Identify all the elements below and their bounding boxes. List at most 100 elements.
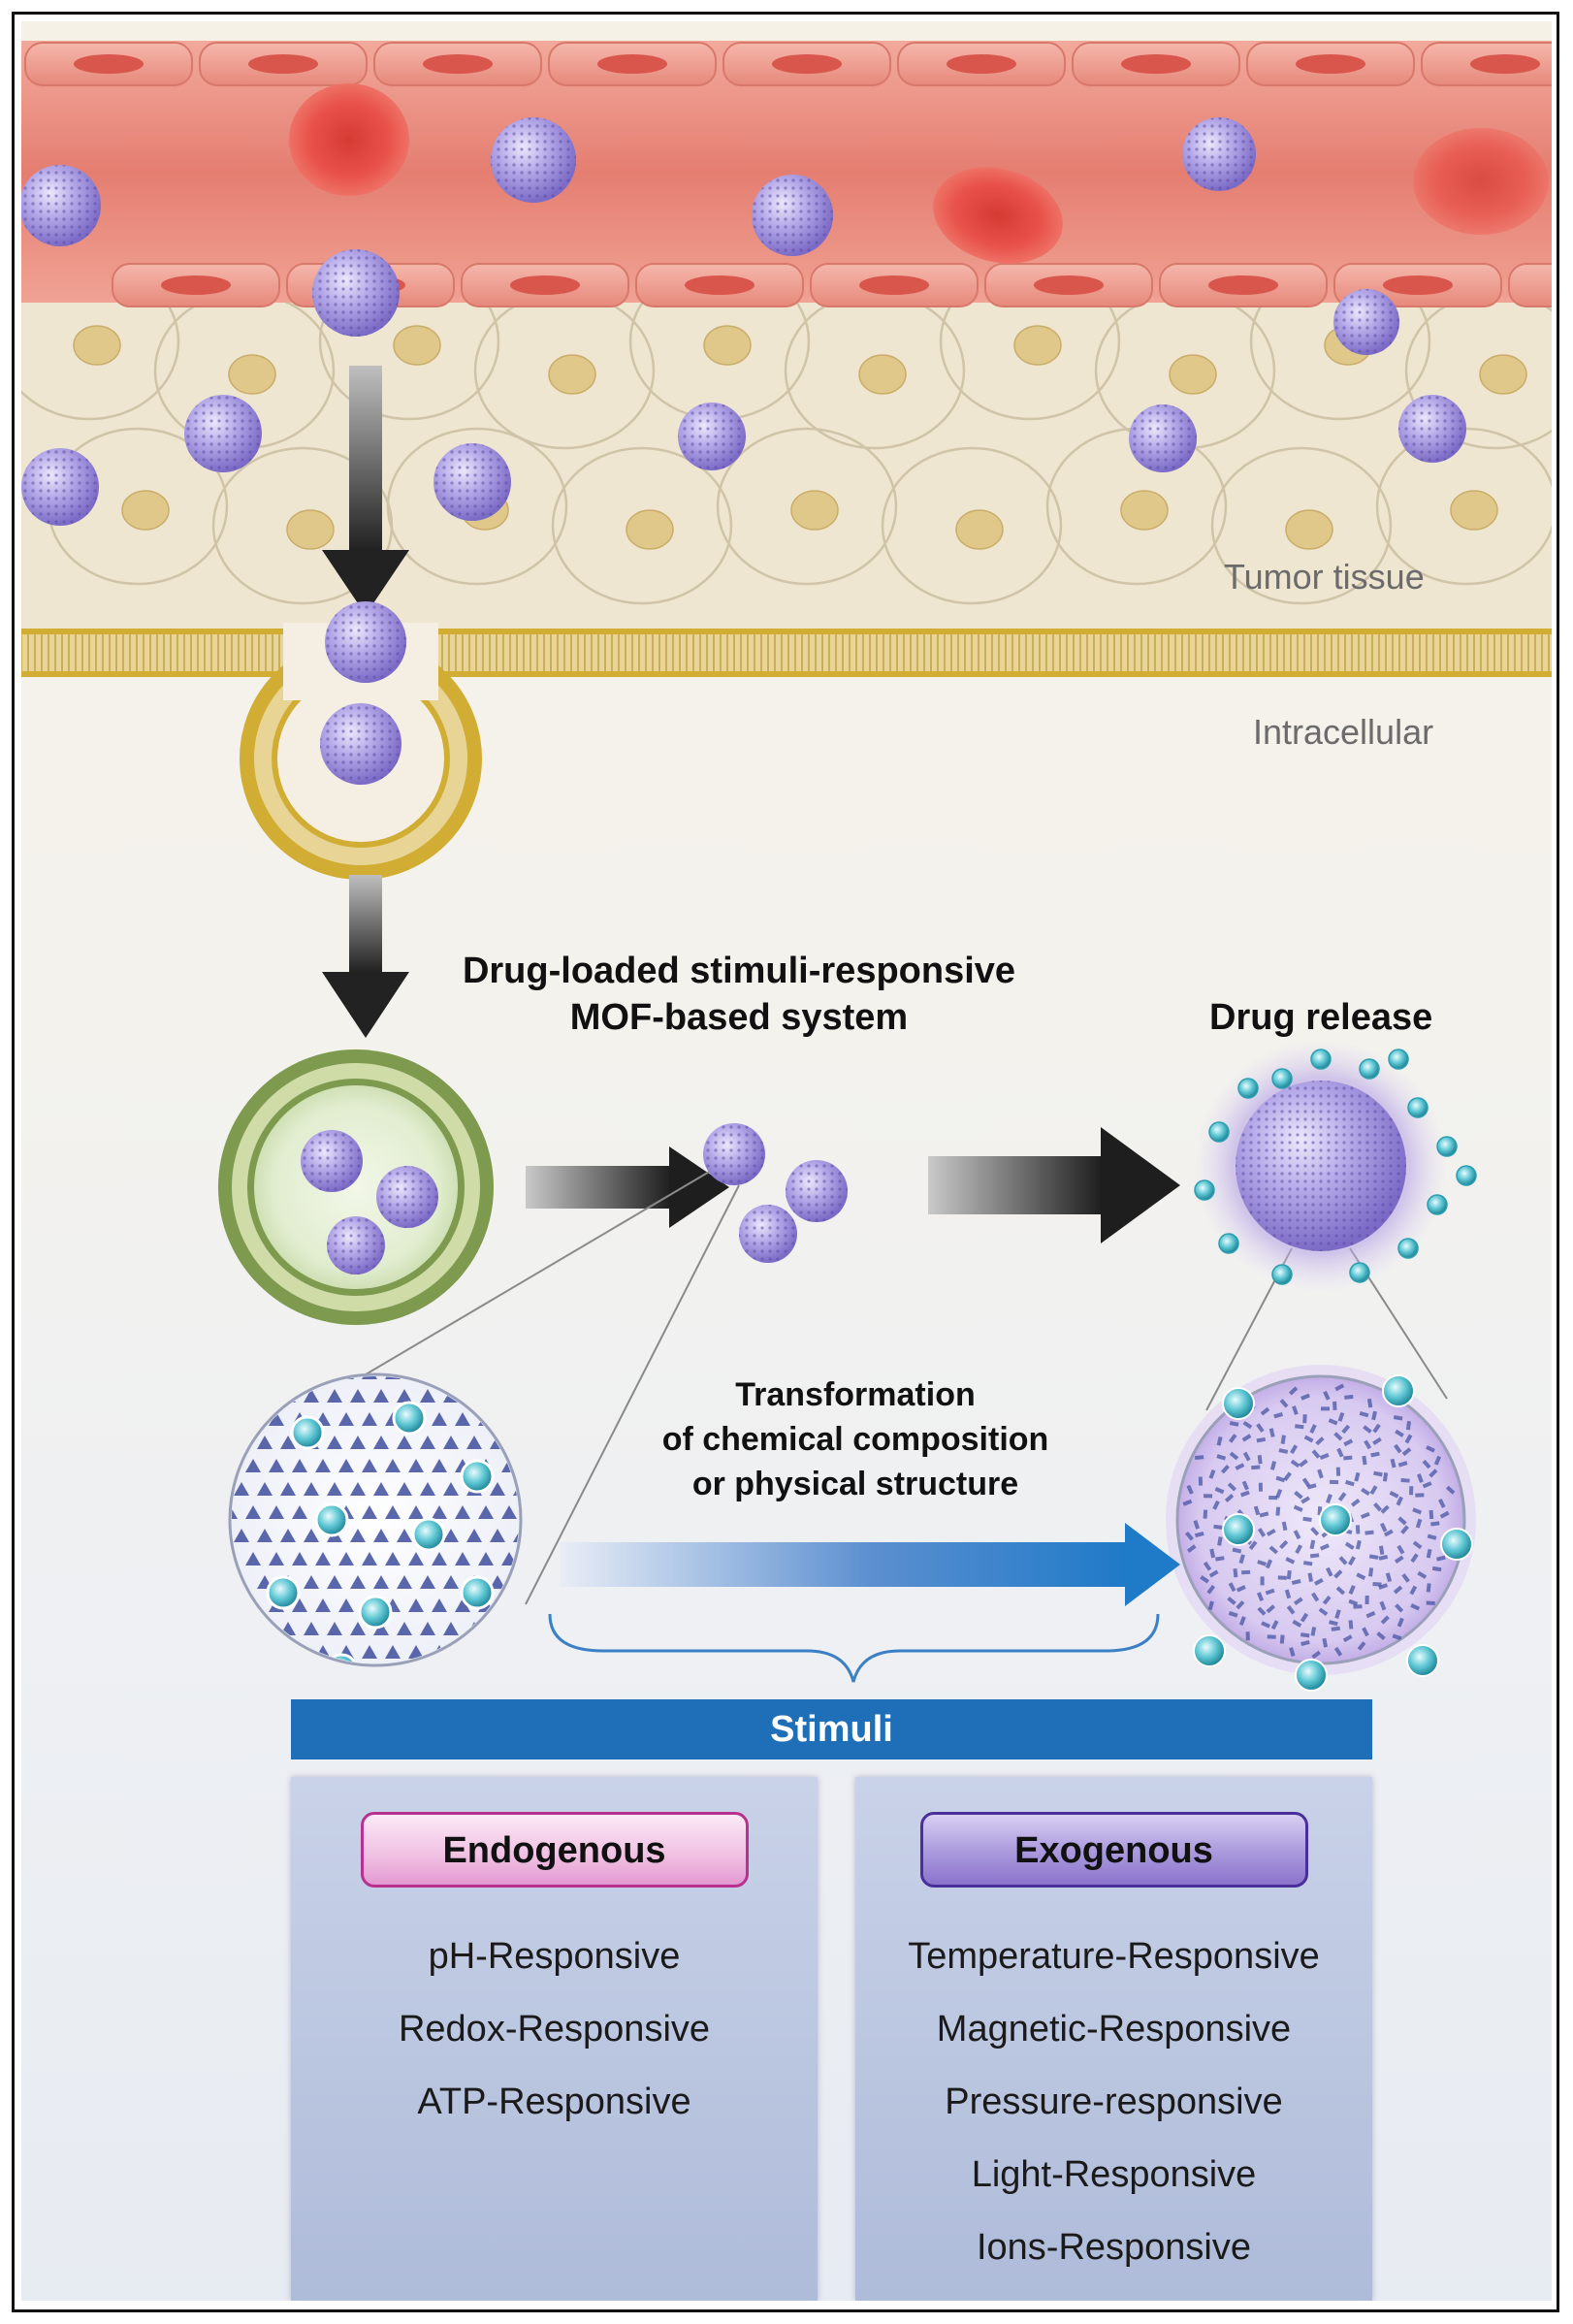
mof-fragment <box>1239 1490 1250 1498</box>
mof-fragment <box>1206 1585 1216 1595</box>
cell-nucleus <box>626 509 674 550</box>
mof-fragment <box>1397 1516 1407 1526</box>
mof-node <box>315 1598 331 1612</box>
mof-fragment <box>1415 1518 1423 1529</box>
drug-molecule <box>1194 1179 1215 1201</box>
transformation-label: Transformation of chemical composition o… <box>564 1372 1146 1506</box>
tissue-cell <box>881 446 1063 605</box>
mof-fragment <box>1300 1496 1311 1504</box>
mof-fragment <box>1229 1451 1239 1461</box>
mof-node <box>525 1459 540 1472</box>
mof-fragment <box>1260 1576 1265 1586</box>
drug-molecule <box>1222 1513 1255 1546</box>
mof-node <box>304 1389 319 1403</box>
mof-fragment <box>1236 1585 1246 1593</box>
vessel-endothelium <box>24 42 1552 307</box>
mof-nanoparticles <box>21 117 1466 1275</box>
mof-fragment <box>1279 1539 1289 1550</box>
mof-fragment <box>1416 1473 1424 1483</box>
mof-fragment <box>1372 1436 1382 1445</box>
mof-node <box>432 1459 447 1472</box>
cell-nucleus <box>286 509 335 550</box>
mof-fragment <box>1257 1455 1263 1465</box>
mof-fragment <box>1217 1536 1223 1546</box>
mof-fragment <box>1426 1445 1435 1453</box>
mof-fragment <box>1290 1459 1300 1469</box>
mof-node <box>245 1552 261 1565</box>
down-arrow <box>322 875 409 1038</box>
nanoparticle <box>320 703 401 785</box>
mof-fragment <box>1378 1545 1385 1555</box>
mof-node <box>373 1482 389 1496</box>
mof-node <box>420 1482 435 1496</box>
exogenous-item: Magnetic-Responsive <box>936 2009 1292 2050</box>
nanoparticle <box>376 1166 438 1228</box>
mof-node <box>397 1482 412 1496</box>
transformation-line1: Transformation <box>735 1376 976 1413</box>
mof-fragment <box>1433 1455 1442 1466</box>
mof-fragment <box>1335 1467 1341 1476</box>
mof-fragment <box>1193 1520 1201 1530</box>
mof-node <box>292 1598 307 1612</box>
endothelial-nucleus <box>248 54 318 74</box>
mof-node <box>501 1598 517 1612</box>
drug-molecule <box>1193 1634 1226 1667</box>
mof-fragment <box>1363 1425 1372 1434</box>
mof-fragment <box>1265 1559 1273 1569</box>
transformation-arrow <box>560 1523 1180 1606</box>
mof-fragment <box>1309 1424 1317 1434</box>
mof-fragment <box>1295 1544 1303 1555</box>
mof-fragment <box>1383 1529 1394 1537</box>
mof-fragment <box>1315 1436 1325 1446</box>
mof-fragment <box>1273 1411 1283 1419</box>
mof-fragment <box>1313 1577 1324 1586</box>
mof-fragment <box>1382 1472 1389 1482</box>
mof-fragment <box>1405 1420 1412 1431</box>
drug-molecule <box>1440 1528 1473 1561</box>
mof-fragment <box>1257 1592 1265 1602</box>
mof-node <box>327 1482 342 1496</box>
mof-fragment <box>1344 1541 1355 1550</box>
mof-node <box>362 1459 377 1472</box>
mof-node <box>338 1598 354 1612</box>
mof-node <box>490 1482 505 1496</box>
mof-fragment <box>1288 1386 1299 1396</box>
right-arrow <box>526 1146 729 1228</box>
system-heading: Drug-loaded stimuli-responsive MOF-based… <box>438 948 1040 1041</box>
mof-fragment <box>1292 1619 1302 1628</box>
drug-release-particle <box>1194 1040 1477 1292</box>
mof-fragment <box>1291 1579 1301 1585</box>
mof-node <box>432 1505 447 1519</box>
red-blood-cell <box>1413 128 1549 235</box>
mof-fragment <box>1320 1543 1330 1551</box>
mof-node <box>257 1389 273 1403</box>
mof-node <box>245 1459 261 1472</box>
mof-node <box>373 1622 389 1635</box>
mof-node <box>327 1575 342 1589</box>
mof-node <box>232 1645 238 1659</box>
mof-node <box>443 1575 459 1589</box>
mof-fragment <box>1380 1504 1390 1514</box>
mof-fragment <box>1331 1626 1341 1631</box>
mof-fragment <box>1353 1604 1363 1609</box>
mof-node <box>245 1645 261 1659</box>
mof-fragment <box>1299 1459 1308 1468</box>
mof-fragment <box>1278 1448 1289 1454</box>
mof-fragment <box>1429 1469 1438 1478</box>
mof-fragment <box>1410 1603 1421 1611</box>
mof-fragment <box>1186 1484 1194 1495</box>
mof-node <box>443 1668 459 1682</box>
degraded-mof-zoom <box>1166 1365 1476 1692</box>
mof-fragment <box>1311 1449 1321 1459</box>
drug-molecule <box>290 1415 325 1450</box>
mof-fragment <box>1293 1504 1303 1512</box>
right-arrow <box>928 1127 1180 1243</box>
mof-node <box>232 1412 238 1426</box>
mof-node <box>513 1529 519 1542</box>
mof-node <box>420 1436 435 1449</box>
mof-fragment <box>1290 1444 1299 1455</box>
mof-node <box>338 1459 354 1472</box>
mof-fragment <box>1303 1435 1314 1443</box>
mof-node <box>304 1575 319 1589</box>
mof-fragment <box>1275 1475 1286 1483</box>
